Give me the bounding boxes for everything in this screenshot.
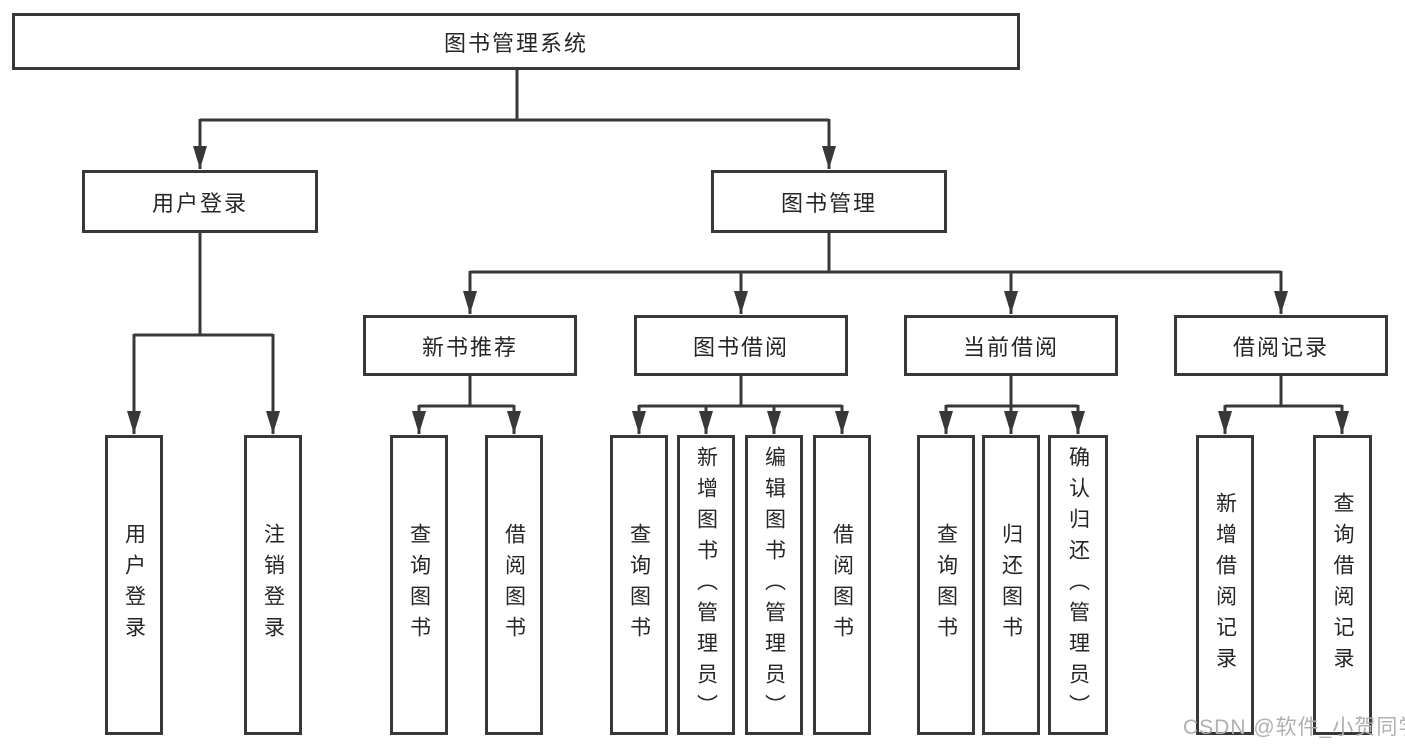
leaf-borrowing-add-book-admin: 新增图书（管理员） xyxy=(677,435,735,735)
leaf-borrowing-query-book: 查询图书 xyxy=(610,435,668,735)
leaf-borrowing-borrow-book-label: 借阅图书 xyxy=(830,523,854,647)
leaf-current-confirm-return-admin: 确认归还（管理员） xyxy=(1048,435,1108,735)
box-user-login: 用户登录 xyxy=(82,170,318,233)
box-new-book-recommendation: 新书推荐 xyxy=(363,315,577,376)
box-book-borrowing: 图书借阅 xyxy=(634,315,848,376)
box-borrowing-records: 借阅记录 xyxy=(1174,315,1388,376)
leaf-logout: 注销登录 xyxy=(244,435,302,735)
box-library-system: 图书管理系统 xyxy=(12,13,1020,70)
leaf-recommend-query-book-label: 查询图书 xyxy=(407,523,431,647)
leaf-records-add-record-label: 新增借阅记录 xyxy=(1213,492,1237,678)
box-current-borrowing: 当前借阅 xyxy=(904,315,1118,376)
leaf-current-query-book: 查询图书 xyxy=(917,435,975,735)
leaf-current-return-book: 归还图书 xyxy=(982,435,1040,735)
leaf-current-return-book-label: 归还图书 xyxy=(999,523,1023,647)
leaf-current-confirm-return-admin-label: 确认归还（管理员） xyxy=(1066,445,1090,725)
leaf-records-query-record: 查询借阅记录 xyxy=(1313,435,1372,735)
leaf-borrowing-edit-book-admin: 编辑图书（管理员） xyxy=(745,435,803,735)
leaf-records-add-record: 新增借阅记录 xyxy=(1196,435,1254,735)
leaf-recommend-query-book: 查询图书 xyxy=(390,435,448,735)
leaf-recommend-borrow-book: 借阅图书 xyxy=(485,435,543,735)
watermark-text: CSDN @软件_小贺同学 xyxy=(1183,716,1405,739)
leaf-user-login: 用户登录 xyxy=(105,435,163,735)
leaf-user-login-label: 用户登录 xyxy=(122,523,146,647)
leaf-borrowing-borrow-book: 借阅图书 xyxy=(813,435,871,735)
leaf-recommend-borrow-book-label: 借阅图书 xyxy=(502,523,526,647)
leaf-borrowing-add-book-admin-label: 新增图书（管理员） xyxy=(694,445,718,725)
box-book-management: 图书管理 xyxy=(711,170,947,233)
leaf-logout-label: 注销登录 xyxy=(261,523,285,647)
leaf-current-query-book-label: 查询图书 xyxy=(934,523,958,647)
leaf-records-query-record-label: 查询借阅记录 xyxy=(1331,492,1354,678)
leaf-borrowing-edit-book-admin-label: 编辑图书（管理员） xyxy=(762,445,786,725)
leaf-borrowing-query-book-label: 查询图书 xyxy=(627,523,651,647)
